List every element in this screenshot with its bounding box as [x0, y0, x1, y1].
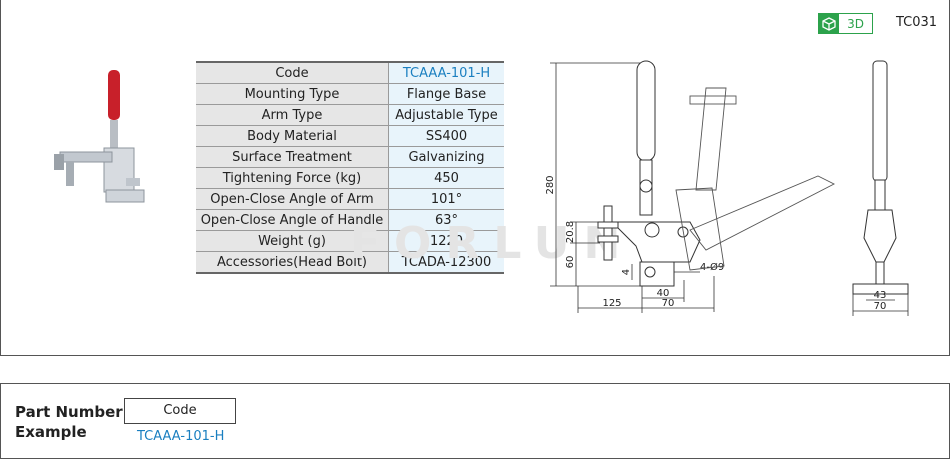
part-number-title-line1: Part Number: [15, 403, 123, 421]
3d-model-button[interactable]: 3D: [818, 13, 873, 34]
part-number-title: Part Number Example: [15, 402, 123, 442]
series-code: TC031: [896, 15, 938, 30]
spec-key: Tightening Force (kg): [196, 167, 389, 189]
spec-row: Accessories(Head Bolt)TCADA-12300: [196, 251, 504, 274]
spec-value: Galvanizing: [388, 146, 504, 168]
technical-drawing: FORLUN 280 20.8 60 4 4-Ø9 40 70 125: [350, 60, 909, 316]
spec-value: Flange Base: [388, 83, 504, 105]
side-dim-70: 70: [874, 301, 887, 312]
cube-icon: [819, 14, 839, 33]
product-photo: [54, 70, 145, 203]
dim-70: 70: [662, 298, 675, 309]
spec-row: Tightening Force (kg)450: [196, 167, 504, 189]
spec-value: Adjustable Type: [388, 104, 504, 126]
dim-40: 40: [657, 288, 670, 299]
spec-key: Accessories(Head Bolt): [196, 251, 389, 274]
dim-4: 4: [621, 269, 632, 275]
dim-20-8: 20.8: [565, 221, 576, 243]
code-example-link[interactable]: TCAAA-101-H: [137, 429, 225, 444]
spec-value: 1220: [388, 230, 504, 252]
part-number-title-line2: Example: [15, 423, 87, 441]
dim-60: 60: [565, 256, 576, 269]
dim-280: 280: [545, 175, 556, 194]
badge-3d-label: 3D: [847, 16, 864, 31]
spec-row: Weight (g)1220: [196, 230, 504, 252]
spec-value: TCADA-12300: [388, 251, 504, 274]
code-header-box: Code: [124, 398, 236, 424]
dim-125: 125: [602, 298, 621, 309]
spec-key: Open-Close Angle of Arm: [196, 188, 389, 210]
spec-key: Body Material: [196, 125, 389, 147]
spec-value: SS400: [388, 125, 504, 147]
part-number-panel: Part Number Example Code TCAAA-101-H: [0, 383, 950, 459]
spec-key: Arm Type: [196, 104, 389, 126]
spec-key: Weight (g): [196, 230, 389, 252]
watermark-text: FORLUN: [350, 218, 634, 269]
spec-value: 101°: [388, 188, 504, 210]
spec-key: Mounting Type: [196, 83, 389, 105]
side-dim-43: 43: [874, 290, 887, 301]
spec-key: Code: [196, 61, 389, 84]
